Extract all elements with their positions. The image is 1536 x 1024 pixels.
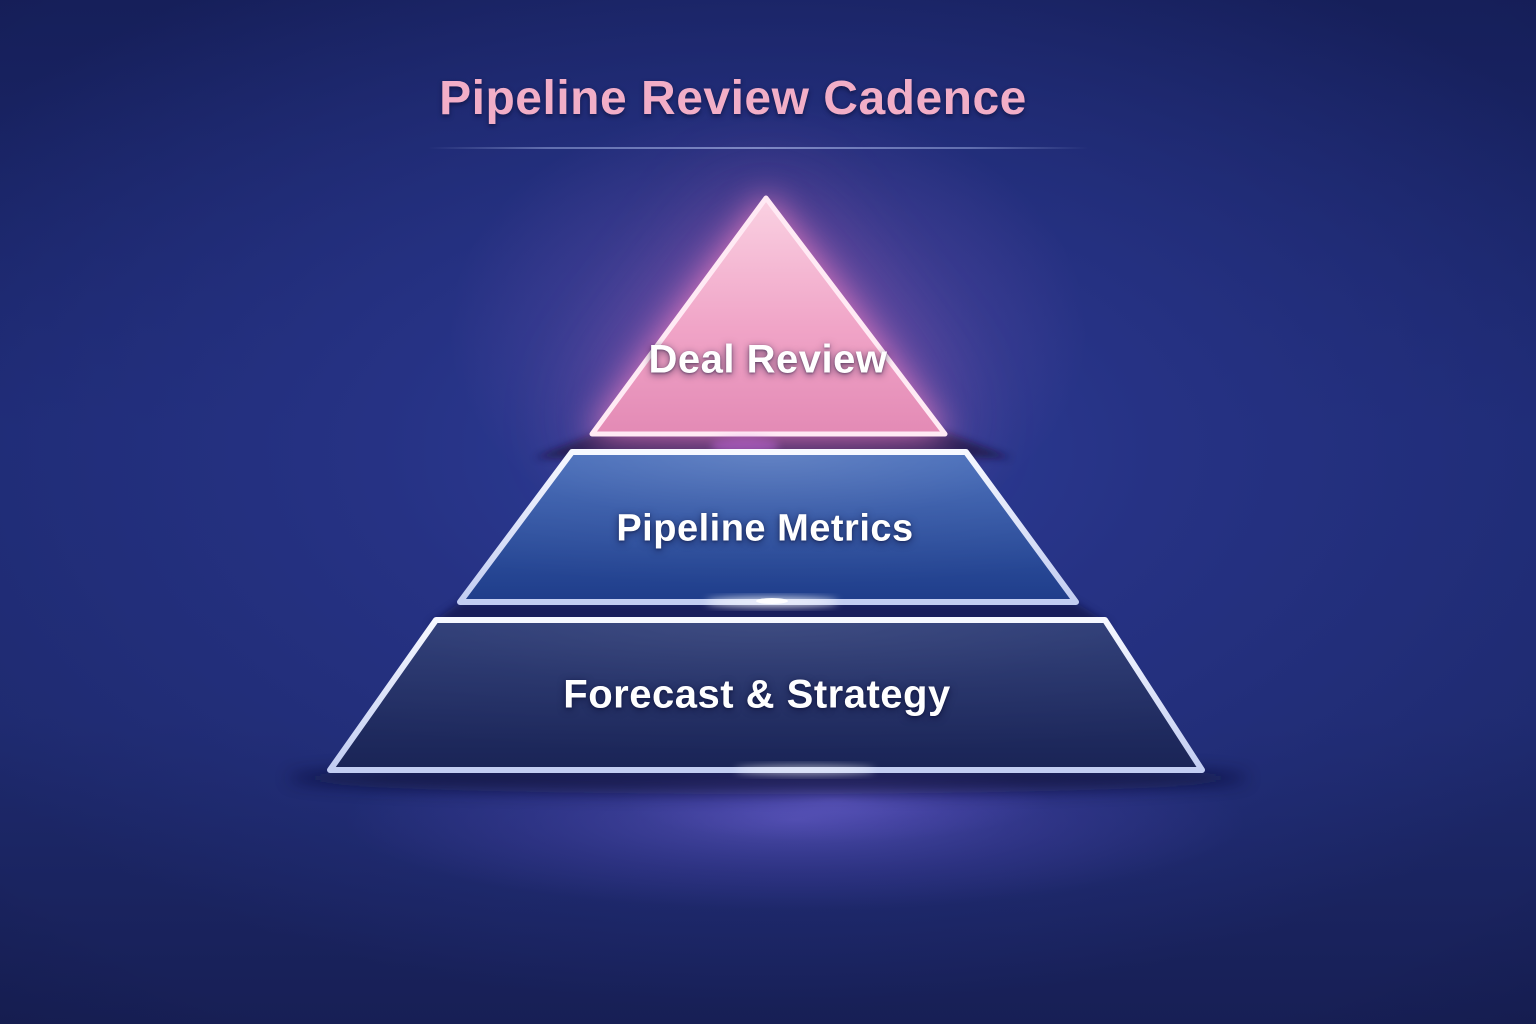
pyramid-tier-bottom <box>327 617 1205 773</box>
bottom-edge-glint <box>735 765 875 775</box>
pyramid-tier-middle <box>457 449 1079 605</box>
page-title: Pipeline Review Cadence <box>439 72 1027 125</box>
title-divider <box>428 147 1088 149</box>
pyramid-tier-top <box>589 195 948 437</box>
middle-edge-glint-core <box>756 598 788 604</box>
